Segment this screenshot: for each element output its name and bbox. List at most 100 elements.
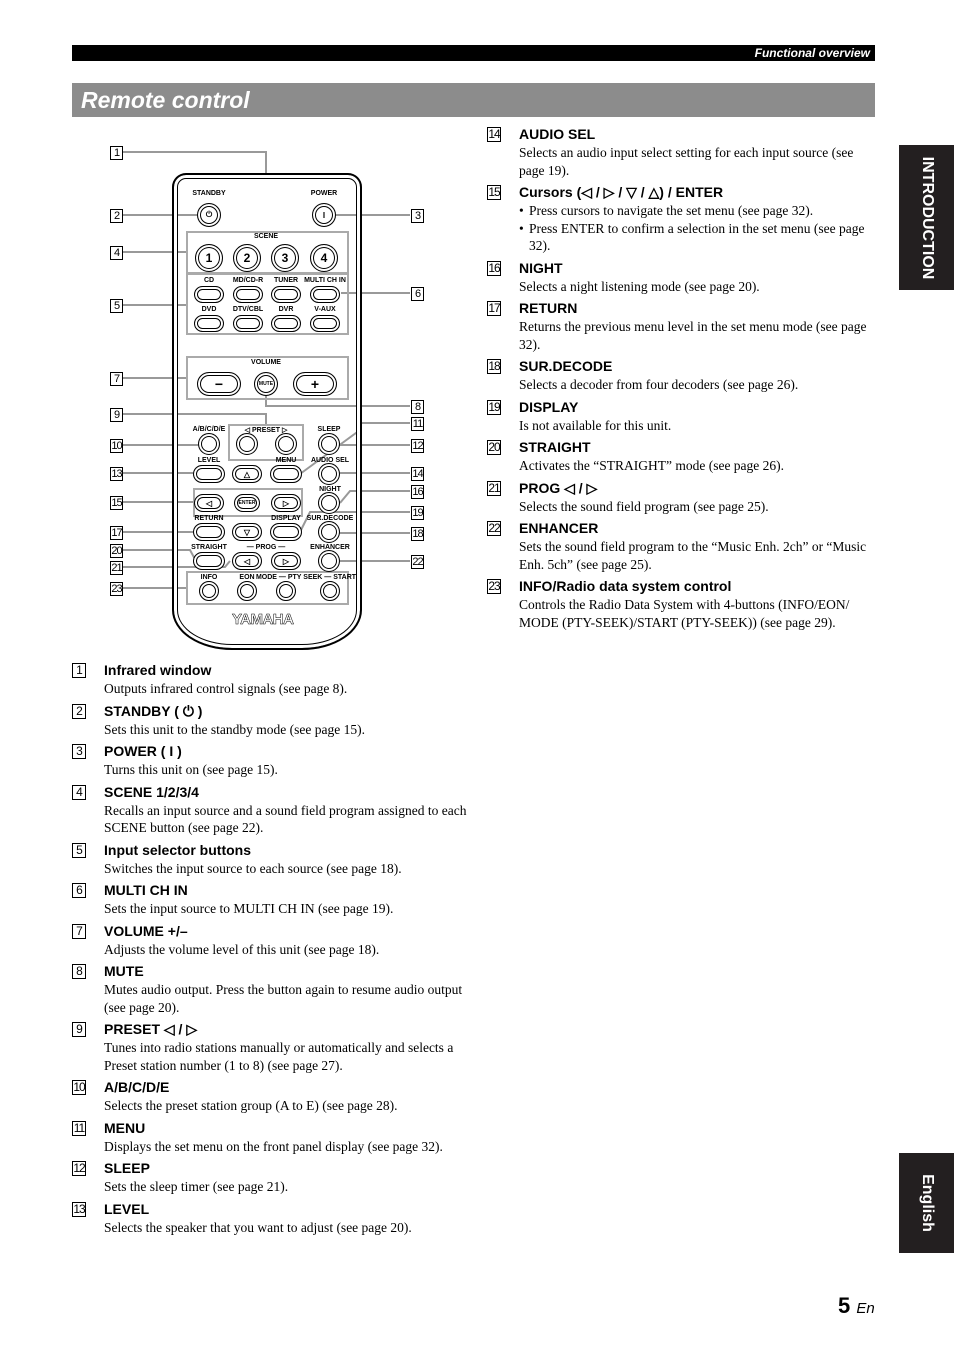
tuner-label: TUNER [273, 277, 299, 284]
prog-down-button[interactable]: ◁ [232, 552, 262, 570]
md-cd-r-label: MD/CD-R [232, 277, 264, 284]
item-title: SCENE 1/2/3/4 [104, 783, 199, 800]
item-title: STANDBY ( ⏻ ) [104, 702, 203, 719]
item-title: MULTI CH IN [104, 882, 188, 898]
item-description: Sets the sleep timer (see page 21). [104, 1179, 289, 1194]
mute-button[interactable]: MUTE [254, 372, 278, 396]
item-number: 16 [487, 260, 501, 276]
item-description: Recalls an input source and a sound fiel… [104, 802, 467, 836]
scene-2-button[interactable]: 2 [233, 244, 261, 272]
display-button[interactable] [270, 523, 302, 541]
dvd-button[interactable] [194, 314, 224, 332]
cursor-up-button[interactable]: △ [232, 465, 262, 483]
item-number: 14 [487, 127, 501, 142]
enhancer-button[interactable] [318, 550, 340, 572]
md-cd-r-button[interactable] [233, 285, 263, 303]
item-description: Activates the “STRAIGHT” mode (see page … [519, 458, 785, 473]
callout-6: 6 [411, 287, 424, 301]
level-button[interactable] [193, 465, 225, 483]
callout-8: 8 [411, 400, 424, 414]
scene-3-button[interactable]: 3 [271, 244, 299, 272]
callout-11: 11 [411, 417, 424, 431]
power-button[interactable]: I [312, 203, 336, 227]
mode-button[interactable] [276, 581, 296, 601]
item-number: 9 [72, 1022, 86, 1037]
item-description: Outputs infrared control signals (see pa… [104, 681, 348, 696]
item-description: Switches the input source to each source… [104, 860, 402, 876]
item-title: VOLUME +/– [104, 922, 188, 939]
dtv-cbl-button[interactable] [233, 314, 263, 332]
audio-sel-label: AUDIO SEL [310, 457, 350, 464]
prog-label: — PROG — [246, 544, 286, 551]
v-aux-button[interactable] [310, 314, 340, 332]
info-button[interactable] [199, 581, 219, 601]
multi-ch-in-label: MULTI CH IN [304, 277, 346, 284]
return-button[interactable] [193, 523, 225, 541]
night-button[interactable] [318, 492, 340, 514]
input-group [186, 273, 349, 335]
start-button[interactable] [320, 581, 340, 601]
callout-3: 3 [411, 209, 424, 223]
standby-button[interactable]: ⏻ [197, 203, 221, 227]
sur-decode-button[interactable] [318, 521, 340, 543]
item-number: 23 [487, 579, 501, 594]
scene-1-button[interactable]: 1 [195, 244, 223, 272]
dtv-cbl-label: DTV/CBL [232, 306, 264, 313]
callout-7: 7 [110, 372, 123, 386]
sur-decode-label: SUR.DECODE [306, 515, 354, 522]
menu-button[interactable] [270, 465, 302, 483]
multi-ch-in-button[interactable] [310, 285, 340, 303]
tuner-button[interactable] [271, 285, 301, 303]
callout-23: 23 [110, 582, 123, 596]
sleep-button[interactable] [318, 433, 340, 455]
audio-sel-button[interactable] [318, 463, 340, 485]
cursor-down-button[interactable]: ▽ [232, 523, 262, 541]
item-number: 20 [487, 440, 501, 455]
enter-button[interactable]: ENTER [234, 494, 260, 512]
preset-up-button[interactable] [275, 433, 297, 455]
sleep-label: SLEEP [317, 426, 341, 433]
volume-down-button[interactable]: − [197, 372, 241, 396]
callout-10: 10 [110, 439, 123, 453]
dvr-button[interactable] [271, 314, 301, 332]
item-number: 6 [72, 883, 86, 898]
volume-up-button[interactable]: + [293, 372, 337, 396]
callout-21: 21 [110, 561, 123, 575]
item-description: Turns this unit on (see page 15). [104, 762, 278, 777]
eon-label: EON [239, 574, 255, 581]
straight-button[interactable] [193, 552, 225, 570]
abcde-button[interactable] [198, 433, 220, 455]
power-label: POWER [310, 190, 338, 197]
item-title: A/B/C/D/E [104, 1079, 170, 1095]
item-title: Input selector buttons [104, 841, 251, 858]
callout-9: 9 [110, 408, 123, 422]
yamaha-logo: YAMAHA [232, 611, 294, 629]
item-description: Displays the set menu on the front panel… [104, 1138, 443, 1154]
page-number: 5 En [838, 1293, 875, 1318]
preset-down-button[interactable] [236, 433, 258, 455]
enhancer-label: ENHANCER [310, 544, 350, 551]
cursor-left-button[interactable]: ◁ [194, 494, 224, 512]
prog-up-button[interactable]: ▷ [271, 552, 301, 570]
cd-button[interactable] [194, 285, 224, 303]
cursor-right-button[interactable]: ▷ [271, 494, 301, 512]
tab-english[interactable]: English [899, 1153, 954, 1253]
item-title: RETURN [519, 300, 578, 316]
item-title: Infrared window [104, 662, 212, 678]
tab-introduction[interactable]: INTRODUCTION [899, 145, 954, 290]
item-title: POWER ( I ) [104, 743, 182, 759]
menu-label: MENU [275, 457, 297, 464]
item-title: SUR.DECODE [519, 358, 613, 374]
scene-4-button[interactable]: 4 [310, 244, 338, 272]
item-description: Selects a night listening mode (see page… [519, 278, 760, 294]
callout-15: 15 [110, 496, 123, 510]
eon-button[interactable] [237, 581, 257, 601]
item-title: SLEEP [104, 1160, 150, 1176]
